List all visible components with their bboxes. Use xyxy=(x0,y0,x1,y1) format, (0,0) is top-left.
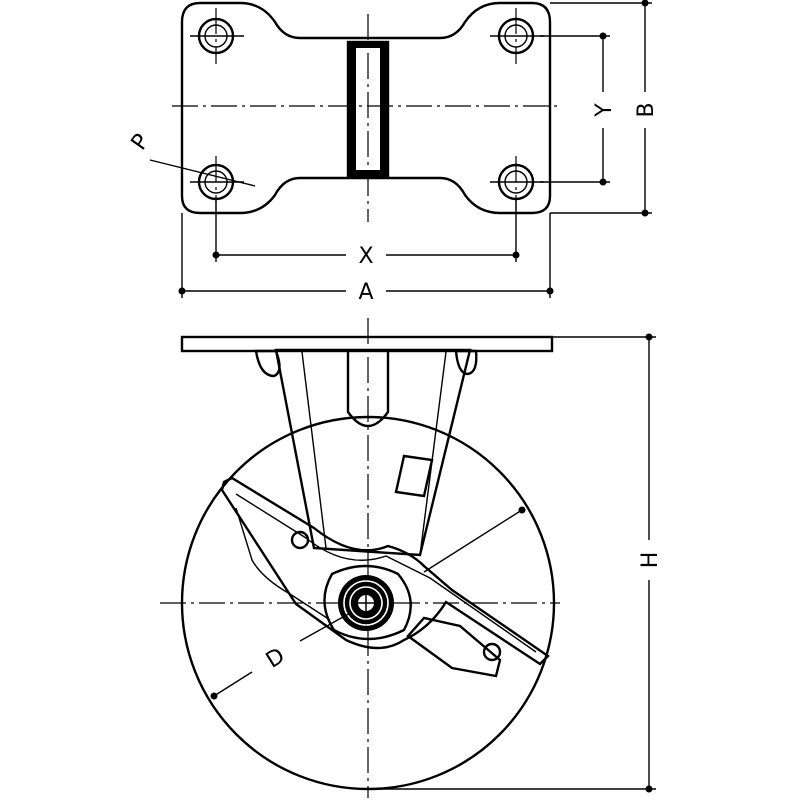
dim-b-label: B xyxy=(634,102,659,117)
top-center-post-inner xyxy=(348,42,356,176)
dim-y-label: Y xyxy=(592,103,617,118)
dim-a-label: A xyxy=(358,280,373,305)
brake-rivet-left xyxy=(290,530,310,550)
wheel-marker xyxy=(394,454,434,498)
brake-rivet-right xyxy=(482,642,502,662)
leader-d xyxy=(213,671,253,697)
brake-pedal xyxy=(406,616,502,678)
rivet-right xyxy=(454,349,478,376)
mounting-plate xyxy=(180,335,554,353)
label-p: P xyxy=(127,130,155,155)
wheel xyxy=(180,415,556,791)
brake-lever xyxy=(220,476,550,666)
dim-x-label: X xyxy=(358,244,373,269)
side-view: D H xyxy=(160,318,663,798)
dim-h-label: H xyxy=(638,552,663,569)
hub-plate xyxy=(323,564,412,641)
top-plate-outline xyxy=(180,1,552,215)
label-d: D xyxy=(262,643,290,673)
king-pin xyxy=(346,351,390,428)
leader-p xyxy=(149,159,256,187)
rivet-left xyxy=(254,349,281,378)
top-view: Y B X A P xyxy=(127,0,659,305)
